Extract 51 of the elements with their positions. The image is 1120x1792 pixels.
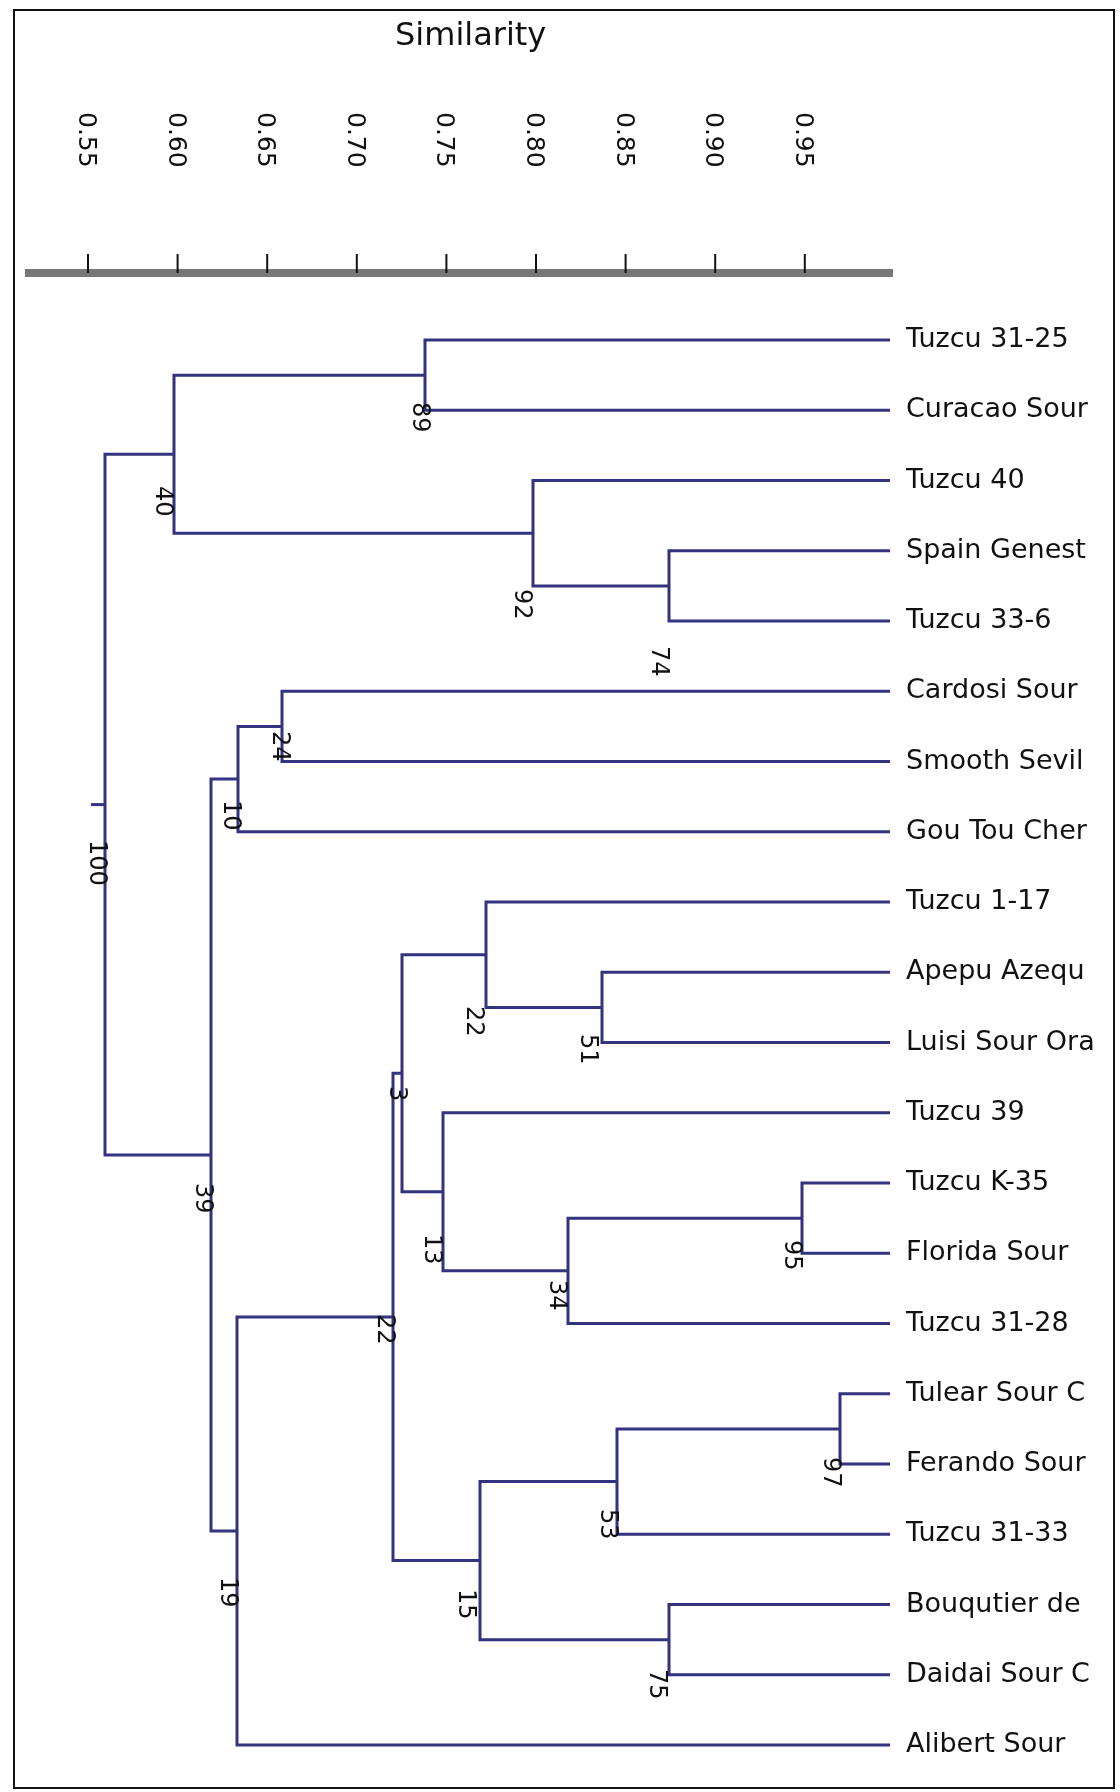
leaf-label: Spain Genest [906, 534, 1086, 562]
bootstrap-value: 75 [646, 1669, 670, 1700]
tick-label: 0.70 [343, 112, 369, 168]
leaf-label: Tuzcu 31-33 [906, 1518, 1069, 1546]
bootstrap-value: 13 [421, 1234, 445, 1265]
bootstrap-value: 22 [374, 1314, 398, 1345]
leaf-label: Tulear Sour C [906, 1377, 1086, 1405]
leaf-label: Ferando Sour [906, 1448, 1086, 1475]
bootstrap-value: 34 [546, 1280, 570, 1311]
tick-label: 0.85 [612, 112, 638, 168]
bootstrap-value: 10 [220, 800, 244, 831]
leaf-label: Bouqutier de [906, 1588, 1081, 1616]
leaf-label: Tuzcu 33-6 [906, 605, 1052, 632]
leaf-label: Alibert Sour [906, 1729, 1066, 1756]
leaf-label: Luisi Sour Ora [906, 1026, 1095, 1054]
bootstrap-value: 3 [386, 1086, 410, 1102]
bootstrap-value: 53 [597, 1509, 621, 1540]
leaf-label: Cardosi Sour [906, 675, 1078, 703]
leaf-label: Tuzcu 31-25 [906, 324, 1069, 351]
bootstrap-value: 24 [269, 731, 293, 762]
bootstrap-value: 40 [152, 486, 176, 517]
bootstrap-value: 95 [781, 1240, 805, 1271]
leaf-label: Tuzcu 39 [906, 1096, 1025, 1124]
tick-label: 0.90 [702, 112, 728, 168]
leaf-label: Curacao Sour [906, 394, 1088, 422]
leaf-label: Apepu Azequ [906, 956, 1085, 984]
leaf-label: Tuzcu 1-17 [906, 886, 1052, 913]
bootstrap-value: 19 [217, 1577, 241, 1608]
tick-label: 0.65 [254, 112, 280, 168]
leaf-label: Tuzcu 40 [906, 464, 1025, 492]
bootstrap-value: 89 [409, 402, 433, 433]
leaf-label: Gou Tou Cher [906, 815, 1087, 843]
leaf-label: Florida Sour [906, 1237, 1069, 1265]
leaf-label: Tuzcu 31-28 [906, 1307, 1069, 1335]
bootstrap-value: 74 [648, 646, 672, 677]
bootstrap-value: 92 [511, 589, 535, 620]
tick-label: 0.80 [523, 112, 548, 168]
axis-title: Similarity [395, 18, 547, 50]
leaf-label: Daidai Sour C [906, 1658, 1090, 1686]
tick-label: 0.95 [791, 112, 817, 168]
bootstrap-value: 15 [455, 1589, 479, 1620]
tick-label: 0.55 [75, 112, 100, 168]
bootstrap-value: 97 [820, 1457, 844, 1488]
bootstrap-value: 51 [577, 1034, 601, 1065]
bootstrap-value: 39 [192, 1183, 216, 1214]
bootstrap-value: 22 [463, 1006, 487, 1037]
bootstrap-value: 100 [86, 840, 110, 886]
leaf-label: Smooth Sevil [906, 745, 1084, 773]
tick-label: 0.60 [164, 112, 190, 168]
tick-label: 0.75 [433, 112, 459, 168]
leaf-label: Tuzcu K-35 [906, 1167, 1050, 1194]
